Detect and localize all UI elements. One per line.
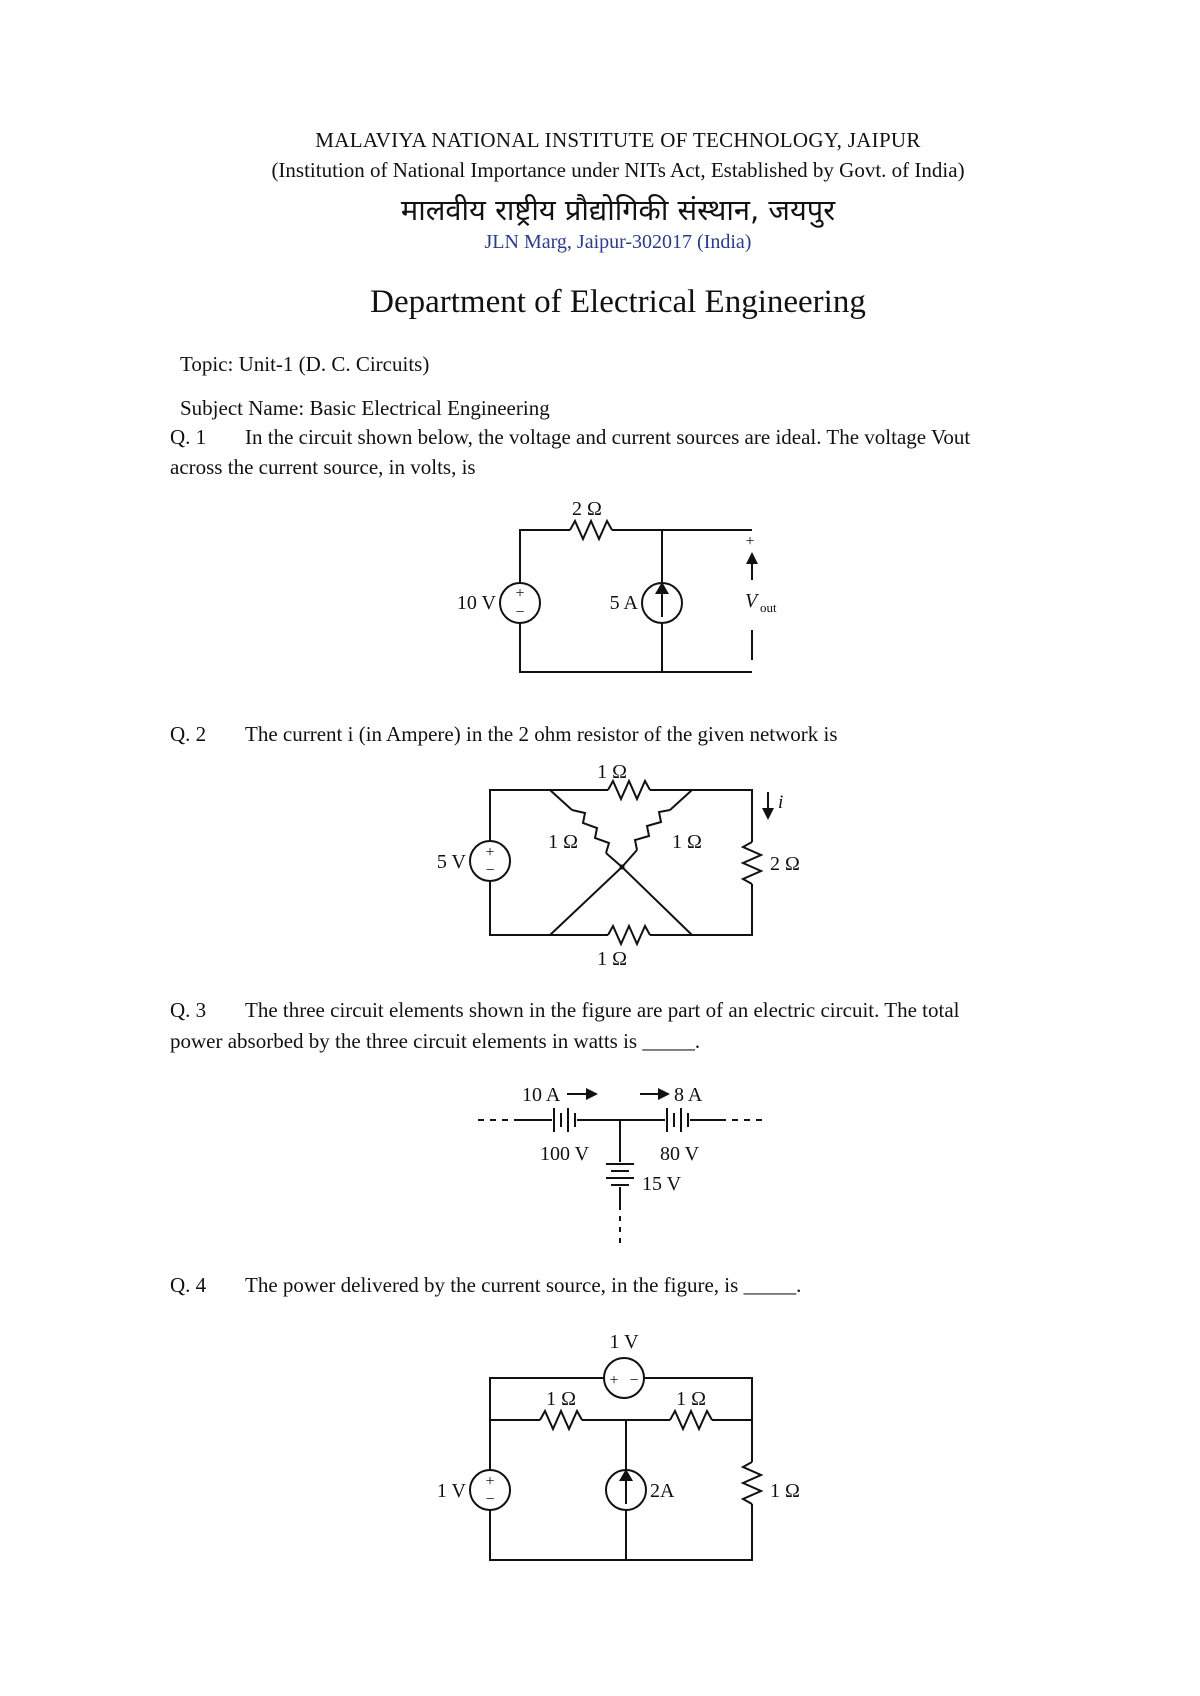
label-current-10a: 10 A bbox=[522, 1084, 561, 1106]
institute-hindi-name: मालवीय राष्ट्रीय प्रौद्योगिकी संस्थान, ज… bbox=[400, 193, 836, 227]
resistor-1ohm-b bbox=[669, 1408, 713, 1432]
svg-text:−: − bbox=[515, 604, 524, 621]
label-r3: 1 Ω bbox=[770, 1480, 800, 1502]
question-number: Q. 1 bbox=[170, 425, 207, 449]
question-text: The current i (in Ampere) in the 2 ohm r… bbox=[245, 722, 838, 746]
circuit-figure-q4: + − + − 1 V 1 Ω 1 Ω 1 V 2A 1 Ω bbox=[437, 1331, 800, 1561]
resistor-2ohm bbox=[569, 518, 613, 542]
label-voltage-source: 5 V bbox=[437, 851, 467, 873]
institute-address: JLN Marg, Jaipur-302017 (India) bbox=[484, 231, 752, 253]
svg-text:−: − bbox=[629, 1372, 638, 1389]
resistor-top-1ohm bbox=[607, 778, 651, 802]
label-voltage-80v: 80 V bbox=[660, 1143, 700, 1165]
battery-100v bbox=[553, 1108, 576, 1132]
label-r-right: 1 Ω bbox=[672, 831, 702, 853]
svg-text:+: + bbox=[485, 844, 494, 861]
label-r-load: 2 Ω bbox=[770, 853, 800, 875]
question-text: power absorbed by the three circuit elem… bbox=[170, 1029, 701, 1053]
circuit-figure-q1: + − + V out 2 Ω 10 V 5 A bbox=[457, 498, 777, 673]
svg-text:+: + bbox=[515, 585, 524, 602]
label-r-bottom: 1 Ω bbox=[597, 948, 627, 970]
label-current-8a: 8 A bbox=[674, 1084, 703, 1106]
label-resistor: 2 Ω bbox=[572, 498, 602, 520]
resistor-load-2ohm bbox=[740, 841, 764, 885]
resistor-right-1ohm bbox=[633, 809, 671, 851]
department-title: Department of Electrical Engineering bbox=[370, 284, 866, 320]
label-r2: 1 Ω bbox=[676, 1388, 706, 1410]
svg-text:i: i bbox=[778, 792, 783, 813]
battery-15v bbox=[606, 1163, 634, 1186]
resistor-left-1ohm bbox=[571, 809, 611, 854]
question-text: The three circuit elements shown in the … bbox=[245, 998, 960, 1022]
resistor-bottom-1ohm bbox=[607, 923, 651, 947]
question-text: In the circuit shown below, the voltage … bbox=[245, 425, 971, 449]
svg-text:+: + bbox=[745, 533, 754, 550]
institute-subtitle: (Institution of National Importance unde… bbox=[271, 158, 965, 182]
svg-text:+: + bbox=[485, 1473, 494, 1490]
question-number: Q. 3 bbox=[170, 998, 207, 1022]
label-current-source: 2A bbox=[650, 1480, 675, 1502]
label-voltage-left: 1 V bbox=[437, 1480, 467, 1502]
label-voltage-top: 1 V bbox=[609, 1331, 639, 1353]
institute-name: MALAVIYA NATIONAL INSTITUTE OF TECHNOLOG… bbox=[315, 128, 921, 152]
label-r-top: 1 Ω bbox=[597, 761, 627, 783]
voltage-source-left-1v bbox=[469, 1469, 511, 1511]
label-voltage-source: 10 V bbox=[457, 592, 497, 614]
svg-text:−: − bbox=[485, 1491, 494, 1508]
label-r1: 1 Ω bbox=[546, 1388, 576, 1410]
voltage-source-10v bbox=[499, 582, 541, 624]
battery-80v bbox=[666, 1108, 689, 1132]
svg-text:out: out bbox=[760, 600, 777, 615]
question-text: across the current source, in volts, is bbox=[170, 455, 476, 479]
subject-line: Subject Name: Basic Electrical Engineeri… bbox=[180, 396, 550, 420]
circuit-figure-q2: 1 Ω + − i 1 Ω 1 Ω 1 Ω 1 Ω 2 Ω 5 V bbox=[437, 761, 800, 970]
question-text: The power delivered by the current sourc… bbox=[245, 1273, 802, 1297]
circuit-figure-q3: 10 A 8 A 100 V 80 V 15 V bbox=[478, 1084, 765, 1248]
label-current-source: 5 A bbox=[610, 592, 639, 614]
question-number: Q. 2 bbox=[170, 722, 207, 746]
label-voltage-100v: 100 V bbox=[540, 1143, 590, 1165]
svg-text:−: − bbox=[485, 862, 494, 879]
resistor-1ohm-a bbox=[539, 1408, 583, 1432]
svg-text:+: + bbox=[609, 1372, 618, 1389]
label-r-left: 1 Ω bbox=[548, 831, 578, 853]
question-number: Q. 4 bbox=[170, 1273, 207, 1297]
topic-line: Topic: Unit-1 (D. C. Circuits) bbox=[180, 352, 430, 376]
voltage-source-5v bbox=[469, 840, 511, 882]
label-voltage-15v: 15 V bbox=[642, 1173, 682, 1195]
svg-text:V: V bbox=[745, 590, 760, 612]
resistor-1ohm-c bbox=[740, 1461, 764, 1505]
